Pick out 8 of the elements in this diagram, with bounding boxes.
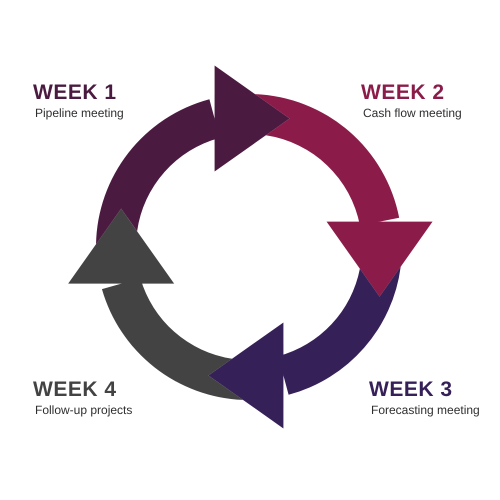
stage-description: Follow-up projects (35, 404, 132, 416)
stage-description: Pipeline meeting (35, 107, 124, 119)
stage-description: Cash flow meeting (363, 107, 462, 119)
stage-title: WEEK 1 (33, 82, 117, 103)
stage-title: WEEK 3 (369, 379, 453, 400)
stage-title: WEEK 4 (33, 379, 117, 400)
stage-title: WEEK 2 (361, 82, 445, 103)
stage-description: Forecasting meeting (371, 404, 480, 416)
